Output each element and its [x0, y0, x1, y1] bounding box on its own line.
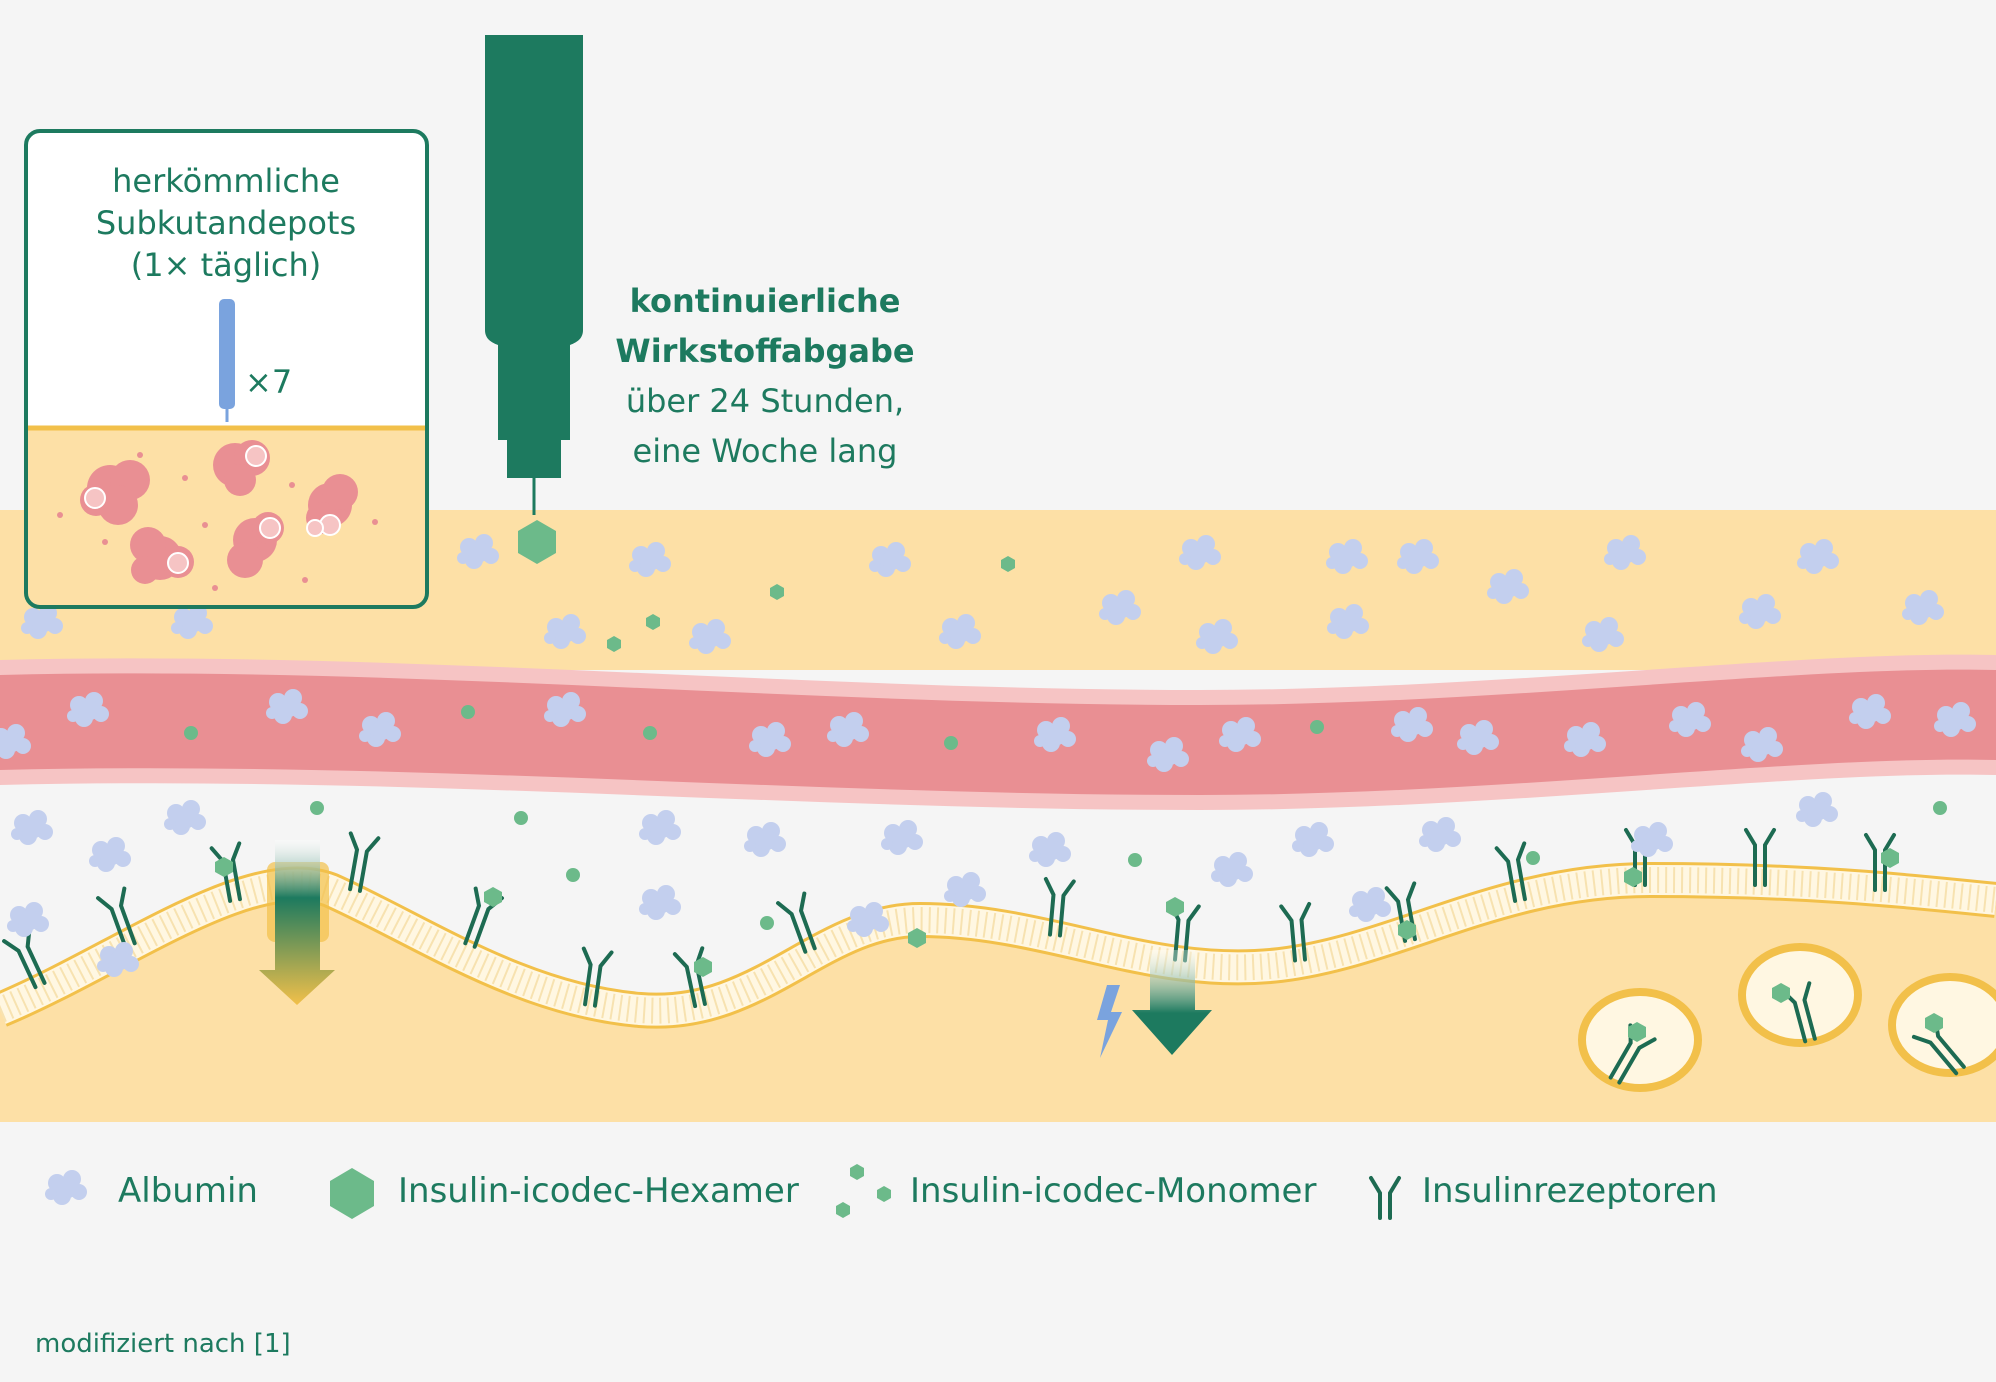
inset-title-2: Subkutandepots — [96, 204, 356, 242]
legend-monomer: Insulin-icodec-Monomer — [910, 1171, 1316, 1211]
footnote: modifiziert nach [1] — [35, 1329, 291, 1359]
insulin-hexamer-injected — [518, 520, 556, 564]
blood-vessel — [0, 669, 1996, 795]
callout-bold-2: Wirkstoffabgabe — [615, 332, 914, 370]
callout-line-3: über 24 Stunden, — [626, 382, 904, 420]
cell-interior — [0, 880, 1996, 1122]
conventional-depot-inset: herkömmliche Subkutandepots (1× täglich)… — [24, 129, 429, 609]
signaling-arrow — [1132, 950, 1212, 1055]
inset-title-3: (1× täglich) — [131, 246, 321, 284]
legend-albumin: Albumin — [118, 1171, 258, 1211]
small-pen-icon — [219, 299, 235, 409]
injection-pen — [485, 35, 583, 515]
inset-title-1: herkömmliche — [112, 162, 340, 200]
legend-hexamer: Insulin-icodec-Hexamer — [398, 1171, 799, 1211]
monomer-icon — [836, 1164, 891, 1218]
glucose-uptake-arrow — [259, 840, 335, 1005]
insulin-monomers — [184, 556, 1947, 977]
callout-bold-1: kontinuierliche — [630, 282, 901, 320]
depot-blobs — [57, 440, 378, 591]
endocytic-vesicles — [1578, 943, 1996, 1092]
legend: Albumin Insulin-icodec-Hexamer Insulin-i… — [45, 1164, 1718, 1220]
inset-multiplier: ×7 — [245, 363, 292, 401]
callout-line-4: eine Woche lang — [633, 432, 898, 470]
signal-bolt-icon — [1097, 985, 1122, 1058]
membrane-lipids — [0, 866, 1996, 1024]
legend-receptors: Insulinrezeptoren — [1422, 1171, 1718, 1211]
receptor-icon — [1369, 1176, 1401, 1220]
hexamer-icon — [330, 1168, 374, 1219]
albumin-icon — [45, 1170, 87, 1205]
